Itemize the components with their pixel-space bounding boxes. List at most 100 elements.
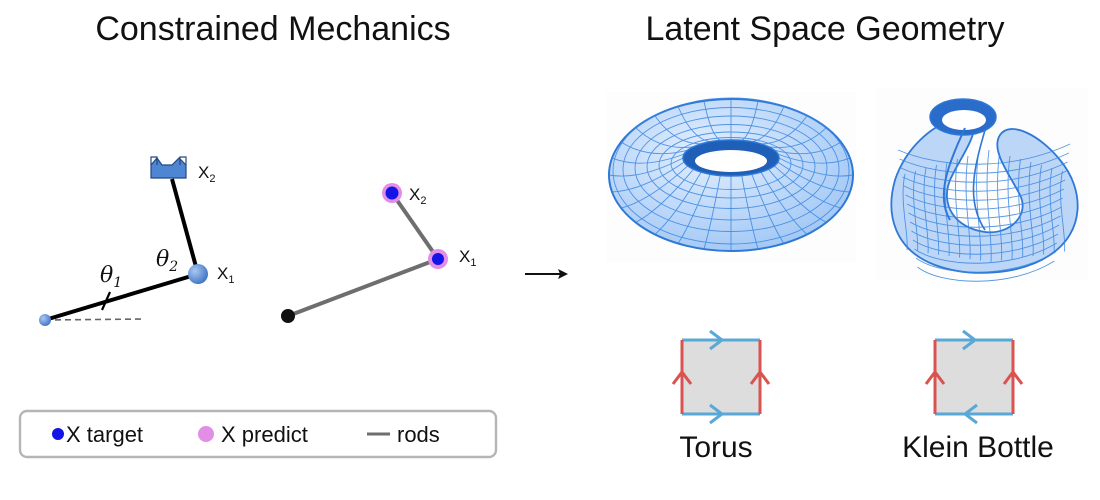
- klein-opening: [942, 110, 986, 130]
- pred-x2-label: X2: [409, 185, 426, 207]
- theta1-tick: [100, 291, 112, 311]
- legend-predict-marker: [198, 426, 214, 442]
- klein-mesh-line: [899, 152, 1069, 174]
- torus-meridian-line: [751, 174, 785, 244]
- theta2-label: θ2: [156, 247, 178, 275]
- right-title: Latent Space Geometry: [645, 10, 1004, 48]
- klein-square-fill: [935, 340, 1013, 414]
- pred-base-joint: [281, 309, 295, 323]
- torus-meridian-line: [778, 157, 854, 177]
- klein-bottle-mesh: [876, 88, 1088, 282]
- klein-mesh-line: [1028, 161, 1034, 257]
- arrow-right-icon: [525, 269, 568, 279]
- klein-mesh-line: [955, 158, 961, 258]
- torus-square-fill: [682, 340, 760, 414]
- klein-mesh-line: [902, 170, 1067, 192]
- torus-meridian-line: [612, 161, 685, 193]
- torus-meridian-line: [635, 168, 694, 223]
- torus-left-arrow-icon: [671, 369, 693, 385]
- klein-bottle-label: Klein Bottle: [902, 431, 1054, 464]
- klein-mesh-line: [944, 161, 950, 257]
- torus-meridian-line: [620, 141, 688, 155]
- prediction-diagram: X2 X1: [281, 183, 476, 323]
- klein-mesh-line: [997, 152, 1003, 261]
- torus-meridian-line: [751, 106, 785, 143]
- klein-mesh-line: [914, 242, 1058, 264]
- klein-left-arrow-icon: [924, 369, 946, 385]
- pred-x1-target: [432, 253, 444, 265]
- klein-square-diagram: [924, 329, 1024, 425]
- torus-meridian-line: [677, 174, 711, 244]
- torus-meridian-line: [741, 175, 759, 250]
- klein-mesh-line: [917, 260, 1055, 282]
- legend-target-marker: [52, 428, 64, 440]
- klein-mesh-line: [1018, 158, 1024, 258]
- klein-mesh-line: [911, 224, 1060, 246]
- klein-mesh-line: [915, 251, 1056, 273]
- torus-bottom-arrow-icon: [709, 403, 725, 425]
- arm-x1-label: X1: [217, 264, 234, 286]
- reference-dashed-line: [44, 318, 146, 321]
- klein-mesh-line: [923, 167, 929, 254]
- torus-top-arrow-icon: [709, 329, 725, 351]
- klein-top-arrow-icon: [962, 329, 978, 351]
- klein-right-arrow-icon: [1002, 369, 1024, 385]
- torus-label: Torus: [679, 431, 752, 464]
- pred-rod-1: [287, 257, 439, 318]
- klein-bottom-arrow-icon: [962, 403, 978, 425]
- klein-mesh-line: [906, 197, 1064, 219]
- gripper-icon: [150, 156, 187, 179]
- legend-rods-label: rods: [397, 422, 440, 447]
- klein-mesh-line: [908, 206, 1062, 228]
- torus-meridian-line: [635, 127, 694, 148]
- legend-predict-label: X predict: [221, 422, 308, 447]
- klein-mesh-line: [1049, 167, 1055, 254]
- legend-target-label: X target: [66, 422, 143, 447]
- torus-meridian-line: [620, 165, 689, 209]
- torus-meridian-line: [777, 153, 851, 164]
- elbow-joint: [188, 264, 208, 284]
- left-title: Constrained Mechanics: [95, 10, 450, 48]
- torus-meridian-line: [654, 171, 702, 235]
- torus-meridian-line: [760, 171, 808, 235]
- torus-meridian-line: [608, 157, 684, 177]
- torus-meridian-line: [774, 141, 842, 155]
- torus-meridian-line: [611, 153, 685, 164]
- torus-meridian-line: [777, 161, 850, 193]
- pred-rod-2: [390, 191, 440, 261]
- pred-x2-target: [385, 186, 399, 200]
- base-joint: [39, 314, 51, 326]
- torus-meridian-line: [703, 175, 721, 250]
- torus-right-arrow-icon: [749, 369, 771, 385]
- klein-mesh-line: [912, 233, 1059, 255]
- klein-mesh-line: [1060, 170, 1066, 252]
- torus-meridian-line: [773, 165, 842, 209]
- torus-meridian-line: [703, 100, 721, 141]
- torus-meridian-line: [654, 115, 702, 145]
- torus-meridian-line: [768, 127, 827, 148]
- pred-x1-label: X1: [459, 247, 476, 269]
- arm-rod-1: [44, 272, 199, 322]
- klein-mesh-line: [934, 164, 940, 255]
- klein-mesh-line: [965, 155, 971, 260]
- klein-mesh-line: [902, 173, 908, 251]
- torus-square-diagram: [671, 329, 771, 425]
- robot-arm: θ1 θ2 X2 X1: [39, 156, 234, 326]
- torus-meridian-line: [677, 106, 711, 143]
- arm-x2-label: X2: [198, 163, 215, 185]
- theta1-label: θ1: [100, 263, 122, 291]
- legend-box: [18, 409, 498, 459]
- klein-mesh-line: [986, 149, 992, 263]
- legend: X target X predict rods: [18, 409, 498, 459]
- klein-mesh-line: [900, 161, 1068, 183]
- torus-mesh: [606, 92, 856, 262]
- arm-rod-2: [170, 178, 200, 275]
- torus-hole: [695, 150, 767, 172]
- klein-mesh-line: [1039, 164, 1045, 255]
- torus-meridian-line: [768, 168, 827, 223]
- torus-meridian-line: [760, 115, 808, 145]
- klein-mesh-line: [913, 170, 919, 252]
- torus-meridian-line: [741, 100, 759, 141]
- klein-mesh-line: [1007, 155, 1013, 260]
